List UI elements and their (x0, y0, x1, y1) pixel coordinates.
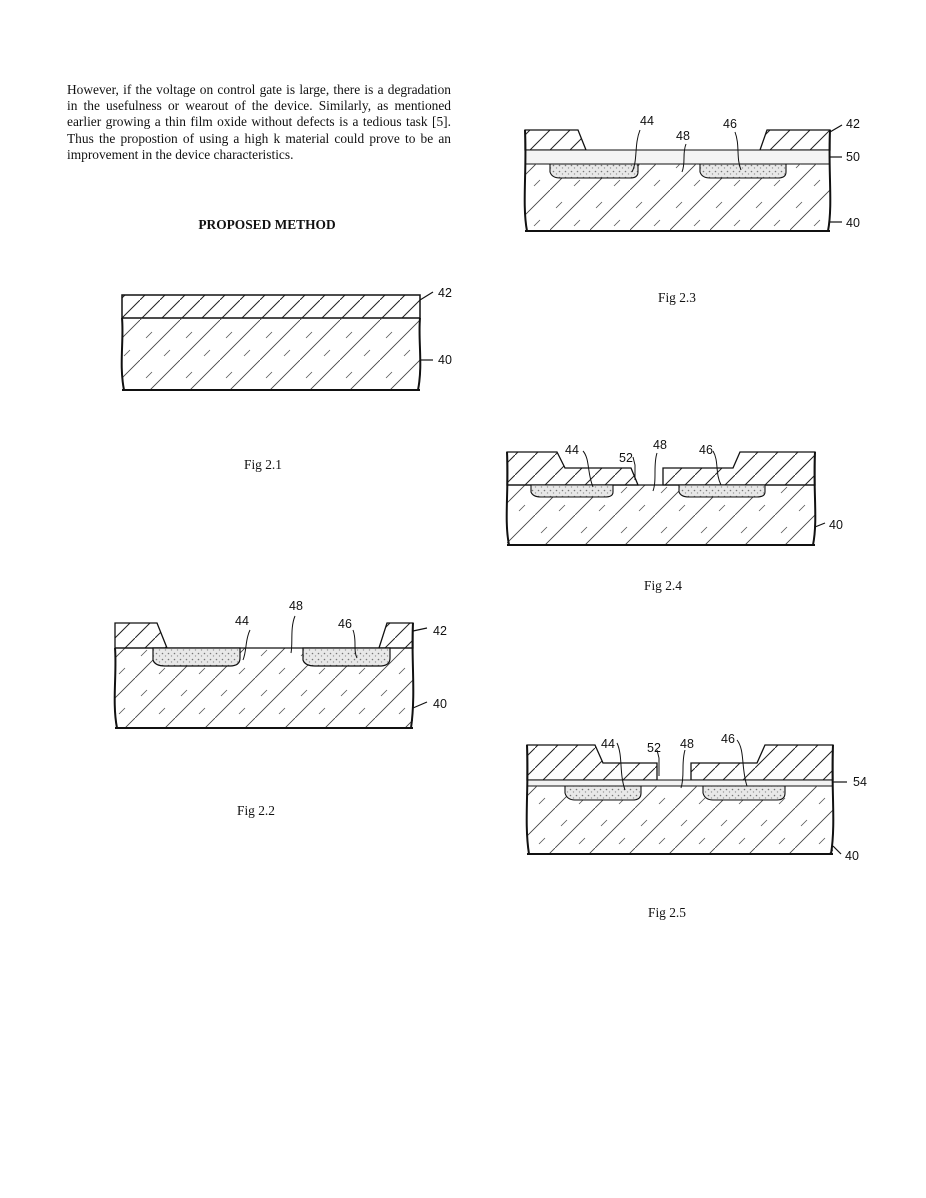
label-40: 40 (433, 697, 447, 711)
gate-right (690, 744, 834, 781)
section-heading: PROPOSED METHOD (198, 217, 336, 232)
label-46: 46 (721, 732, 735, 746)
label-48: 48 (676, 129, 690, 143)
label-44: 44 (640, 114, 654, 128)
figure-2-1: 42 40 (100, 280, 470, 410)
label-50: 50 (846, 150, 860, 164)
figure-2-5: 44 52 48 46 54 40 (515, 728, 885, 868)
label-52: 52 (619, 451, 633, 465)
figure-2-1-diagram: 42 40 (120, 286, 452, 391)
substrate-layer (122, 318, 420, 390)
figure-2-4-diagram: 44 52 48 46 40 (505, 438, 843, 546)
mask-left (524, 129, 587, 151)
label-48: 48 (680, 737, 694, 751)
body-paragraph: However, if the voltage on control gate … (67, 82, 451, 162)
label-42: 42 (438, 286, 452, 300)
figure-2-2: 44 48 46 42 40 (95, 598, 465, 738)
label-40: 40 (829, 518, 843, 532)
figure-2-3-diagram: 44 48 46 42 50 40 (523, 114, 860, 232)
figure-2-4-caption: Fig 2.4 (644, 578, 682, 593)
break-line-right (417, 317, 422, 391)
figure-2-2-caption: Fig 2.2 (237, 803, 275, 818)
label-48: 48 (653, 438, 667, 452)
gate-left (526, 744, 658, 781)
doped-region-44 (549, 163, 639, 179)
label-40: 40 (845, 849, 859, 863)
mask-left (114, 622, 168, 649)
thin-layer-50 (524, 149, 831, 165)
doped-region-46 (678, 484, 766, 498)
label-52: 52 (647, 741, 661, 755)
label-42: 42 (433, 624, 447, 638)
gate-right (662, 451, 816, 486)
label-44: 44 (601, 737, 615, 751)
label-40: 40 (846, 216, 860, 230)
figure-2-5-diagram: 44 52 48 46 54 40 (525, 732, 867, 863)
label-54: 54 (853, 775, 867, 789)
figure-2-3: 44 48 46 42 50 40 (510, 110, 880, 240)
mask-right (378, 622, 414, 649)
doped-region-46 (699, 163, 787, 179)
doped-region-46 (702, 785, 786, 801)
doped-region-46 (302, 647, 391, 667)
layer-54 (526, 779, 834, 787)
label-46: 46 (699, 443, 713, 457)
figure-2-2-diagram: 44 48 46 42 40 (113, 599, 447, 729)
figure-2-1-caption: Fig 2.1 (244, 457, 282, 472)
doped-region-44 (530, 484, 614, 498)
figure-2-5-caption: Fig 2.5 (648, 905, 686, 920)
figure-2-4: 44 52 48 46 40 (495, 435, 865, 555)
label-44: 44 (235, 614, 249, 628)
label-46: 46 (723, 117, 737, 131)
label-48: 48 (289, 599, 303, 613)
label-40: 40 (438, 353, 452, 367)
label-42: 42 (846, 117, 860, 131)
doped-region-44 (564, 785, 642, 801)
mask-layer (121, 294, 421, 319)
mask-right (759, 129, 831, 151)
label-46: 46 (338, 617, 352, 631)
break-line-left (120, 317, 125, 391)
figure-2-3-caption: Fig 2.3 (658, 290, 696, 305)
label-44: 44 (565, 443, 579, 457)
doped-region-44 (152, 647, 241, 667)
